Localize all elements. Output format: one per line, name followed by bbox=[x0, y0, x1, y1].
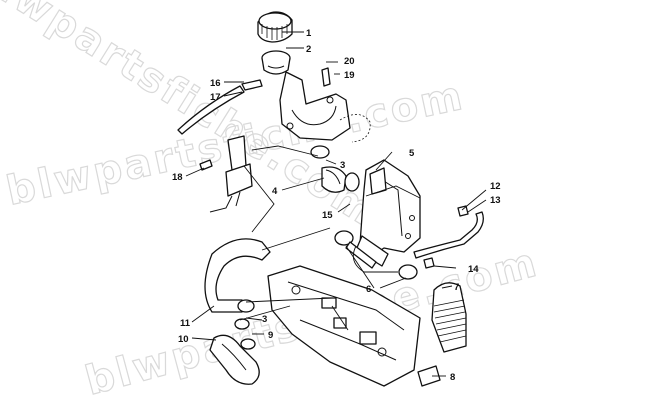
fuel-tank-bracket bbox=[279, 67, 371, 143]
fuel-valve-assembly bbox=[199, 135, 253, 213]
callout-17: 17 bbox=[210, 92, 221, 103]
callouts: 1 2 3 4 5 6 7 8 9 10 11 12 13 14 15 16 1… bbox=[172, 28, 501, 383]
leader-lines bbox=[185, 31, 487, 377]
callout-2: 2 bbox=[306, 44, 311, 55]
callout-18: 18 bbox=[172, 172, 183, 183]
intake-boot bbox=[417, 282, 467, 387]
lower-hoses bbox=[204, 238, 271, 385]
callout-11: 11 bbox=[180, 318, 191, 329]
oil-hose-clamps bbox=[334, 230, 418, 280]
callout-6: 6 bbox=[366, 284, 371, 295]
engine-assembly bbox=[267, 265, 421, 387]
callout-19: 19 bbox=[344, 70, 355, 81]
callout-14: 14 bbox=[468, 264, 479, 275]
callout-5: 5 bbox=[409, 148, 415, 159]
callout-3-lower: 3 bbox=[262, 314, 267, 325]
callout-12: 12 bbox=[490, 181, 501, 192]
callout-4: 4 bbox=[272, 186, 278, 197]
callout-20: 20 bbox=[344, 56, 355, 67]
callout-3: 3 bbox=[340, 160, 345, 171]
fuel-cap bbox=[257, 11, 293, 43]
filler-neck bbox=[261, 50, 291, 75]
callout-13: 13 bbox=[490, 195, 501, 206]
callout-16: 16 bbox=[210, 78, 221, 89]
callout-8: 8 bbox=[450, 372, 455, 383]
callout-15: 15 bbox=[322, 210, 333, 221]
callout-7: 7 bbox=[454, 282, 459, 293]
callout-10: 10 bbox=[178, 334, 189, 345]
callout-9: 9 bbox=[268, 330, 273, 341]
callout-1: 1 bbox=[306, 28, 312, 39]
vent-hose bbox=[177, 79, 263, 135]
upper-elbow-and-clamp bbox=[310, 145, 360, 193]
oil-tank bbox=[355, 159, 421, 267]
